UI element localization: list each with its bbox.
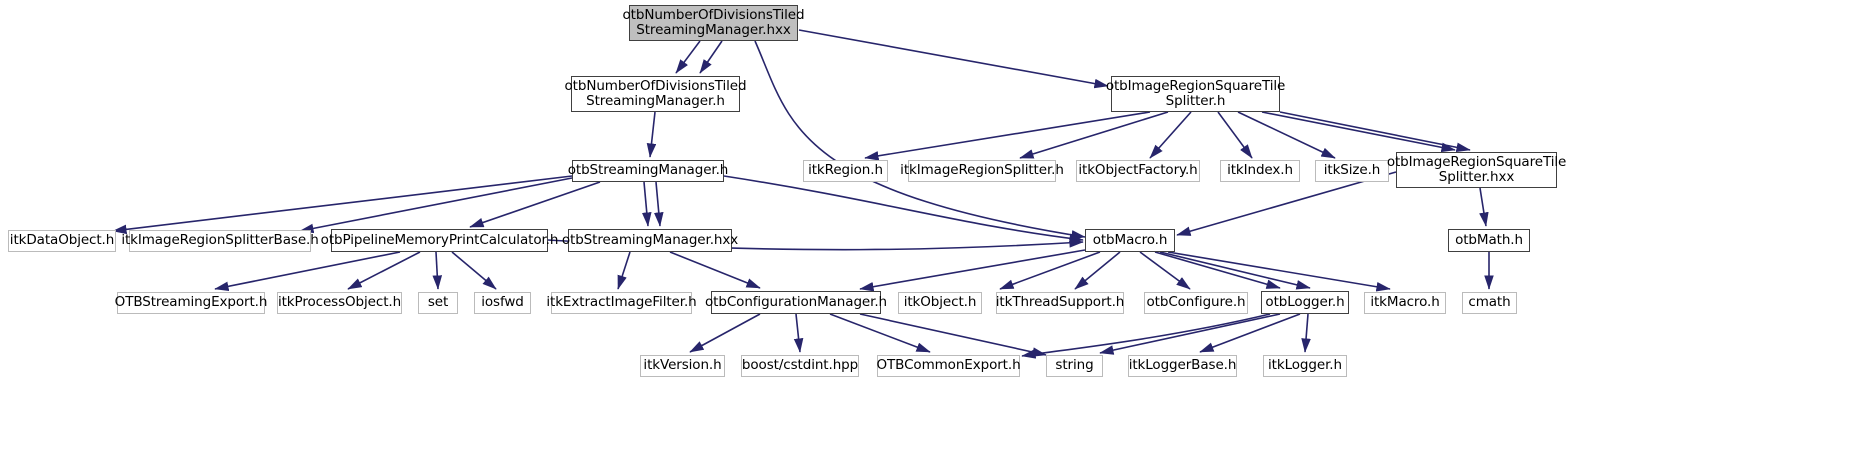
graph-edge: [864, 111, 1151, 161]
graph-node-itkimageregionsplitter-h[interactable]: itkImageRegionSplitter.h: [900, 160, 1064, 182]
graph-node-otbstreamingmanager-hxx[interactable]: otbStreamingManager.hxx: [562, 229, 738, 252]
graph-edge: [617, 251, 631, 290]
graph-node-otbimageregionsquaretile[interactable]: otbImageRegionSquareTile Splitter.hxx: [1387, 152, 1566, 188]
graph-node-itkversion-h[interactable]: itkVersion.h: [640, 355, 725, 377]
graph-node-string[interactable]: string: [1046, 355, 1103, 377]
graph-node-otbstreamingexport-h[interactable]: OTBStreamingExport.h: [115, 292, 267, 314]
graph-edge: [1099, 313, 1281, 355]
graph-node-otbmacro-h[interactable]: otbMacro.h: [1085, 229, 1175, 252]
graph-node-otbstreamingmanager-h[interactable]: otbStreamingManager.h: [568, 160, 728, 182]
graph-edge: [999, 251, 1101, 290]
graph-node-itkobjectfactory-h[interactable]: itkObjectFactory.h: [1076, 160, 1200, 182]
graph-node-itklogger-h[interactable]: itkLogger.h: [1263, 355, 1347, 377]
graph-edge: [469, 181, 601, 228]
graph-node-itkextractimagefilter-h[interactable]: itkExtractImageFilter.h: [546, 292, 697, 314]
graph-node-itkprocessobject-h[interactable]: itkProcessObject.h: [277, 292, 402, 314]
graph-node-itkdataobject-h[interactable]: itkDataObject.h: [8, 230, 116, 252]
graph-edge: [829, 313, 931, 353]
graph-edge: [451, 251, 497, 290]
graph-edge: [1217, 111, 1253, 159]
graph-edge: [641, 181, 652, 227]
graph-edge: [669, 251, 761, 289]
graph-edge: [1301, 313, 1311, 353]
graph-node-itkobject-h[interactable]: itkObject.h: [898, 292, 982, 314]
graph-edge: [653, 181, 664, 227]
graph-edge: [1159, 251, 1311, 290]
graph-edge: [1279, 111, 1471, 153]
graph-edge: [299, 177, 573, 234]
graph-node-otbnumberofdivisionstiled[interactable]: otbNumberOfDivisionsTiled StreamingManag…: [623, 5, 805, 41]
graph-edge: [798, 29, 1109, 89]
graph-node-otbconfigure-h[interactable]: otbConfigure.h: [1144, 292, 1248, 314]
graph-node-iosfwd[interactable]: iosfwd: [474, 292, 531, 314]
graph-node-otbmath-h[interactable]: otbMath.h: [1448, 229, 1530, 252]
graph-edge: [112, 175, 573, 235]
graph-node-itkimageregionsplitterbase-h[interactable]: itkImageRegionSplitterBase.h: [121, 230, 319, 252]
graph-node-boost-cstdint-hpp[interactable]: boost/cstdint.hpp: [741, 355, 859, 377]
graph-edge: [1074, 251, 1121, 290]
graph-node-otbimageregionsquaretile[interactable]: otbImageRegionSquareTile Splitter.h: [1106, 76, 1285, 112]
graph-edge: [1237, 111, 1336, 159]
graph-edge: [754, 40, 1086, 240]
graph-edge: [793, 313, 804, 353]
graph-edge: [1261, 111, 1456, 153]
graph-edge: [1167, 251, 1391, 292]
graph-edge: [432, 251, 443, 290]
graph-node-otbconfigurationmanager-h[interactable]: otbConfigurationManager.h: [705, 291, 887, 314]
graph-edge: [1154, 251, 1281, 289]
graph-edge: [1479, 187, 1489, 227]
graph-edge: [1139, 251, 1191, 290]
graph-node-itkloggerbase-h[interactable]: itkLoggerBase.h: [1128, 355, 1237, 377]
graph-node-otblogger-h[interactable]: otbLogger.h: [1261, 291, 1349, 314]
graph-node-set[interactable]: set: [418, 292, 458, 314]
graph-edge: [646, 111, 657, 158]
graph-edge: [859, 313, 1047, 357]
graph-edge: [1149, 111, 1192, 159]
graph-edge: [859, 249, 1086, 292]
graph-edge: [1199, 313, 1301, 353]
graph-edge: [1019, 111, 1169, 159]
graph-edge: [699, 40, 723, 74]
graph-node-cmath[interactable]: cmath: [1462, 292, 1517, 314]
graph-node-itkregion-h[interactable]: itkRegion.h: [803, 160, 888, 182]
graph-edge: [347, 251, 421, 290]
graph-node-otbpipelinememoryprintcalculator-h[interactable]: otbPipelineMemoryPrintCalculator.h: [321, 229, 558, 252]
graph-edge: [214, 251, 401, 292]
graph-node-itkindex-h[interactable]: itkIndex.h: [1220, 160, 1300, 182]
graph-edge: [723, 175, 1084, 244]
graph-node-itkmacro-h[interactable]: itkMacro.h: [1364, 292, 1446, 314]
graph-node-itksize-h[interactable]: itkSize.h: [1315, 160, 1389, 182]
graph-edge: [689, 313, 761, 353]
graph-node-itkthreadsupport-h[interactable]: itkThreadSupport.h: [996, 292, 1124, 314]
graph-node-otbcommonexport-h[interactable]: OTBCommonExport.h: [876, 355, 1021, 377]
graph-edge: [675, 40, 701, 74]
graph-edge: [1021, 313, 1271, 359]
graph-node-otbnumberofdivisionstiled[interactable]: otbNumberOfDivisionsTiled StreamingManag…: [565, 76, 747, 112]
